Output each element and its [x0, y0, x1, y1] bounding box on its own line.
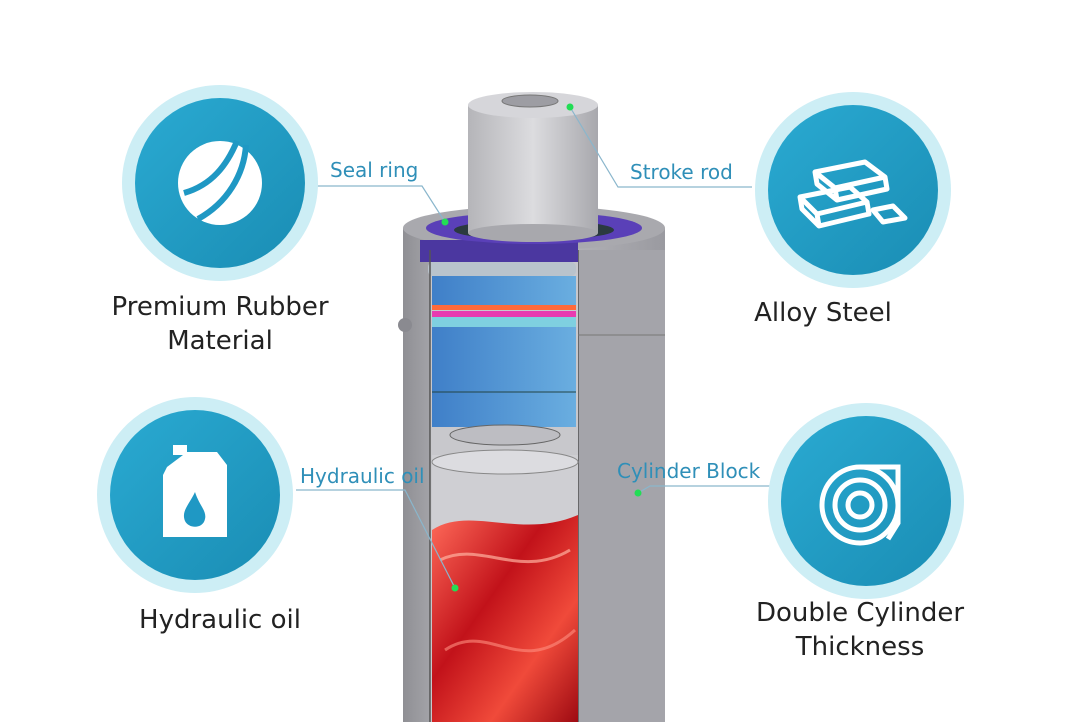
oil-badge: [97, 397, 293, 593]
seal-ring: [420, 240, 578, 262]
oil-canister-icon: [163, 445, 227, 537]
callout-hydraulic-oil: Hydraulic oil: [300, 464, 425, 488]
thickness-badge: [768, 403, 964, 599]
stroke-rod: [468, 105, 598, 233]
rubber-ball-icon: [178, 139, 262, 225]
hydraulic-oil-fill: [432, 515, 578, 722]
feature-rubber-label: Premium Rubber Material: [90, 290, 350, 358]
feature-oil-label: Hydraulic oil: [139, 605, 301, 635]
feature-steel-label: Alloy Steel: [754, 298, 892, 328]
feature-thickness-label: Double Cylinder Thickness: [730, 596, 990, 664]
feature-thickness-line1: Double Cylinder: [755, 598, 965, 628]
callout-seal-ring: Seal ring: [330, 158, 419, 182]
steel-ingots-icon: [797, 159, 908, 229]
callout-stroke-rod: Stroke rod: [630, 160, 733, 184]
callout-cylinder-block: Cylinder Block: [617, 459, 761, 483]
rubber-badge: [122, 85, 318, 281]
feature-rubber-line2: Material: [167, 326, 273, 356]
steel-coil-icon: [819, 464, 901, 546]
feature-rubber-line1: Premium Rubber: [111, 292, 329, 322]
steel-badge: [755, 92, 951, 288]
feature-thickness-line2: Thickness: [795, 632, 925, 662]
